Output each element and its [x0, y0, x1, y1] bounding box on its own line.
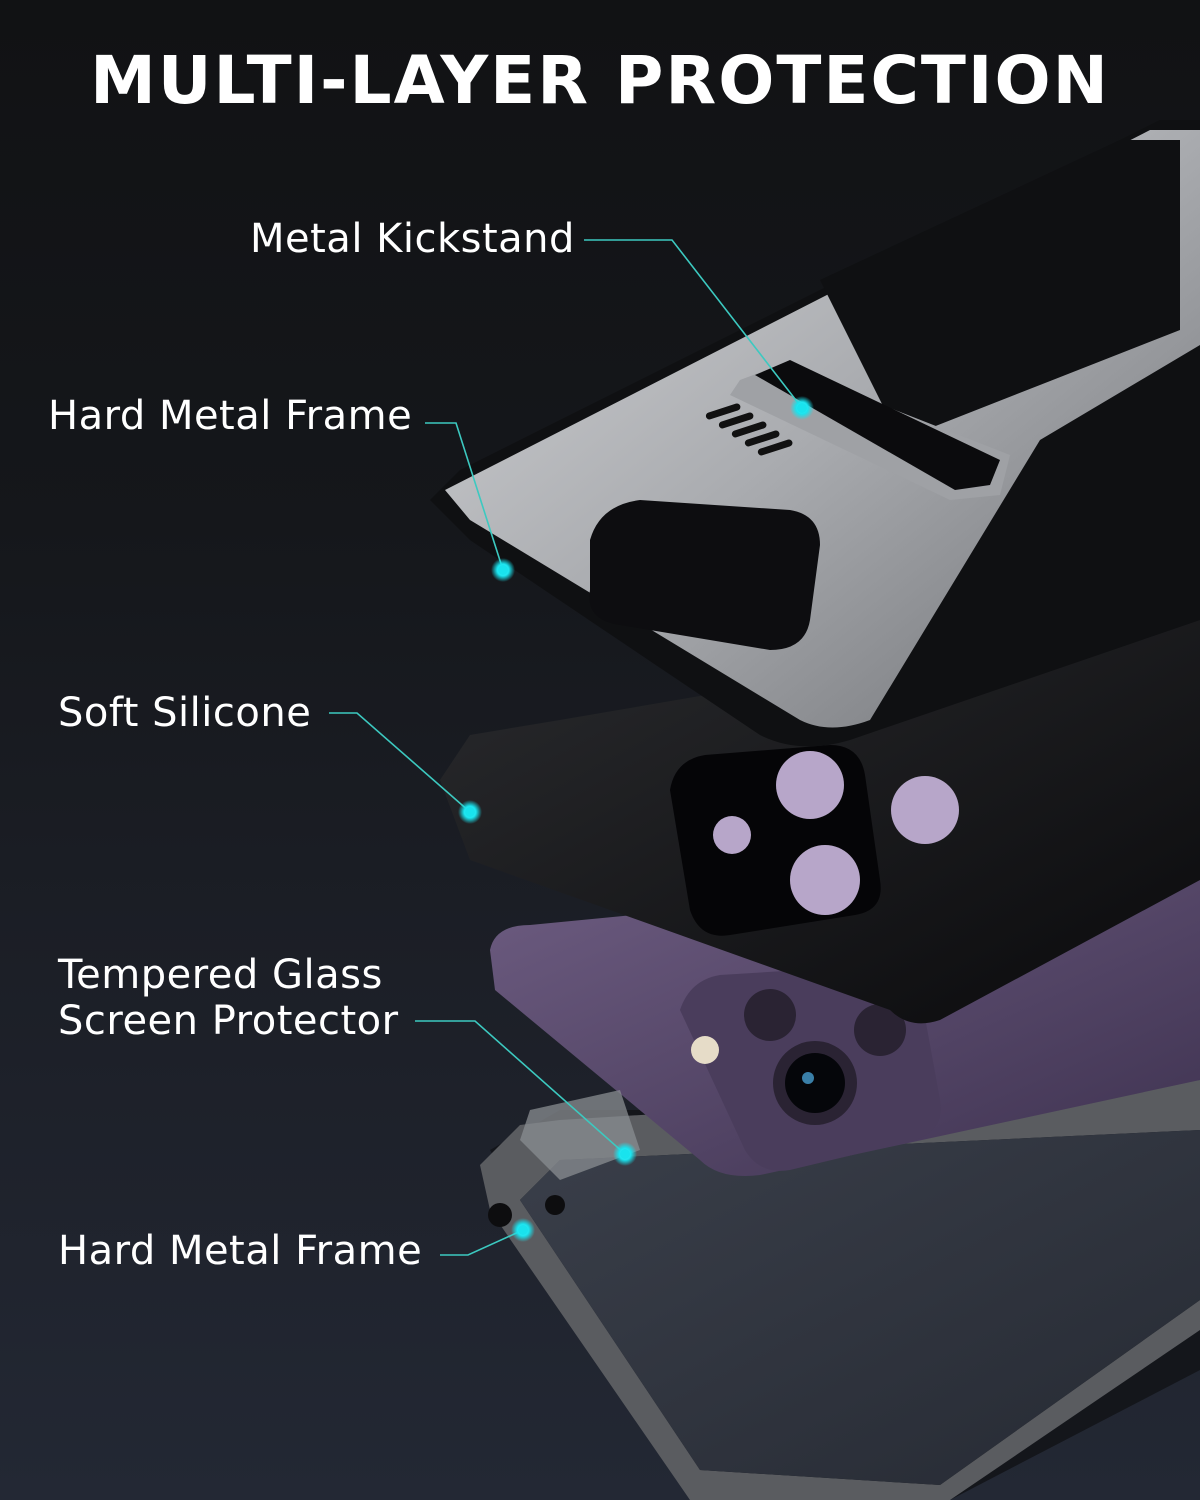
page-title: MULTI-LAYER PROTECTION: [90, 42, 1110, 119]
callout-label-tempered-glass: Tempered Glass Screen Protector: [58, 952, 399, 1044]
callout-lines: [329, 239, 803, 1256]
front-metal-frame: [480, 1080, 1200, 1500]
callout-label-hard-metal-frame-back: Hard Metal Frame: [48, 393, 413, 439]
back-metal-frame: [430, 120, 1200, 747]
callout-label-hard-metal-frame-front: Hard Metal Frame: [58, 1228, 423, 1274]
callout-label-soft-silicone: Soft Silicone: [58, 690, 312, 736]
soft-silicone-case: [440, 610, 1200, 1024]
vent-slots: [705, 403, 793, 456]
tempered-glass-protector: [520, 1090, 640, 1180]
callout-label-metal-kickstand: Metal Kickstand: [250, 216, 575, 262]
callout-dots: [458, 396, 814, 1242]
